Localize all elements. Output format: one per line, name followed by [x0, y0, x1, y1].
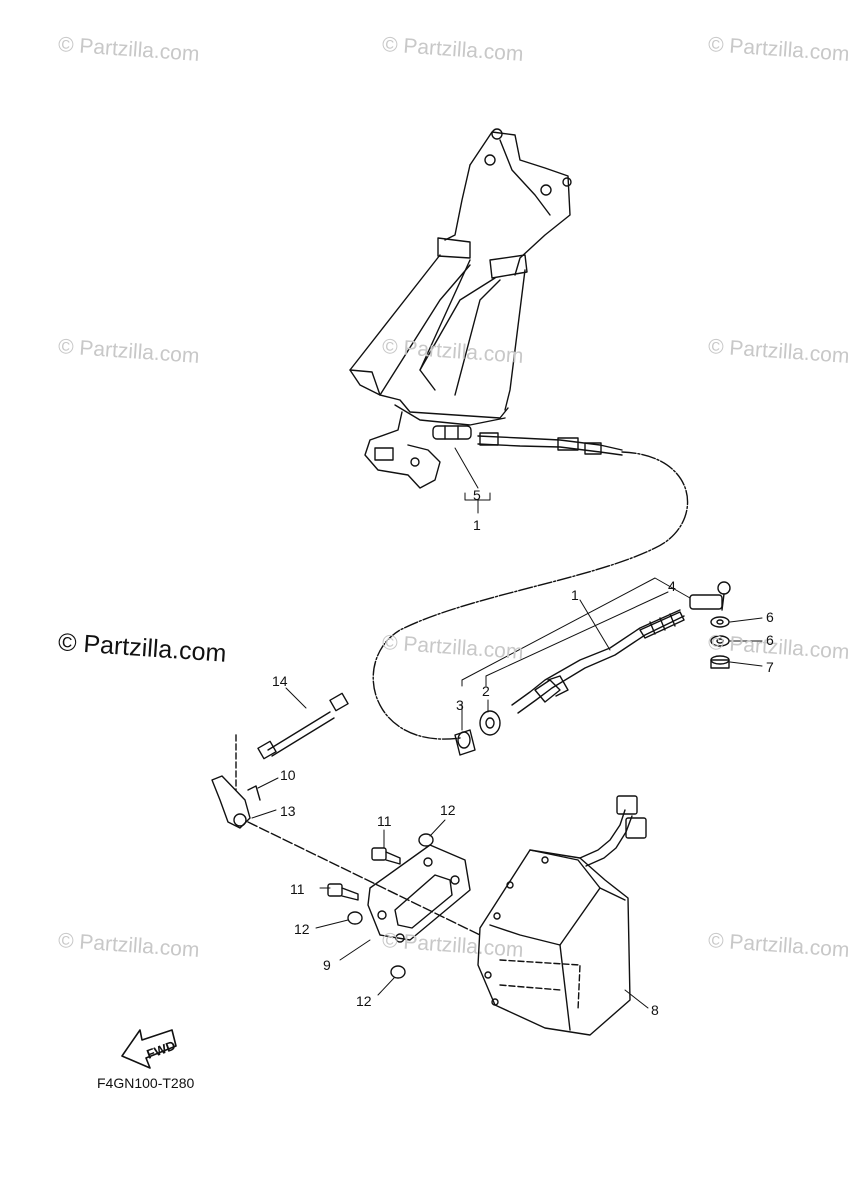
washer-2: [479, 710, 501, 736]
callout-2: 2: [482, 683, 490, 699]
cable-lower: [511, 609, 685, 714]
nut-7: [710, 655, 730, 669]
callout-9: 9: [323, 957, 331, 973]
leader-lines: [251, 447, 763, 1009]
gasket-9: [367, 844, 471, 943]
grommet-12a: [418, 833, 434, 847]
washer-6b: [710, 635, 730, 647]
callout-5: 5: [473, 487, 481, 503]
callout-12b: 12: [294, 921, 310, 937]
cable-upper-end: [432, 425, 623, 456]
callout-14: 14: [272, 673, 288, 689]
callout-11a: 11: [377, 813, 392, 829]
washer-6a: [710, 616, 730, 628]
callout-6a: 6: [766, 609, 774, 625]
cable-routing: [372, 451, 689, 740]
control-unit-8: [477, 795, 647, 1036]
bolt-11a: [371, 847, 401, 865]
diagram-code: F4GN100-T280: [97, 1075, 195, 1091]
link-rod-14: [235, 692, 349, 791]
bolt-11b: [327, 883, 359, 901]
grommet-12b: [347, 911, 363, 925]
callout-6b: 6: [766, 632, 774, 648]
lever-arm: [211, 775, 481, 936]
callout-3: 3: [456, 697, 464, 713]
cable-end-joint: [689, 581, 731, 611]
callout-11b: 11: [290, 881, 305, 897]
callout-8: 8: [651, 1002, 659, 1018]
callout-1: 1: [571, 587, 579, 603]
callout-4: 4: [668, 578, 676, 594]
fwd-label: FWD: [145, 1038, 178, 1062]
grommet-12c: [390, 965, 406, 979]
callout-10: 10: [280, 767, 296, 783]
callout-12a: 12: [440, 802, 456, 818]
nut-3: [454, 729, 476, 756]
callout-1-top: 1: [473, 517, 481, 533]
callout-7: 7: [766, 659, 774, 675]
callout-12c: 12: [356, 993, 372, 1009]
callout-13: 13: [280, 803, 296, 819]
fwd-arrow-icon: [121, 1029, 177, 1069]
steering-column: [349, 128, 572, 489]
